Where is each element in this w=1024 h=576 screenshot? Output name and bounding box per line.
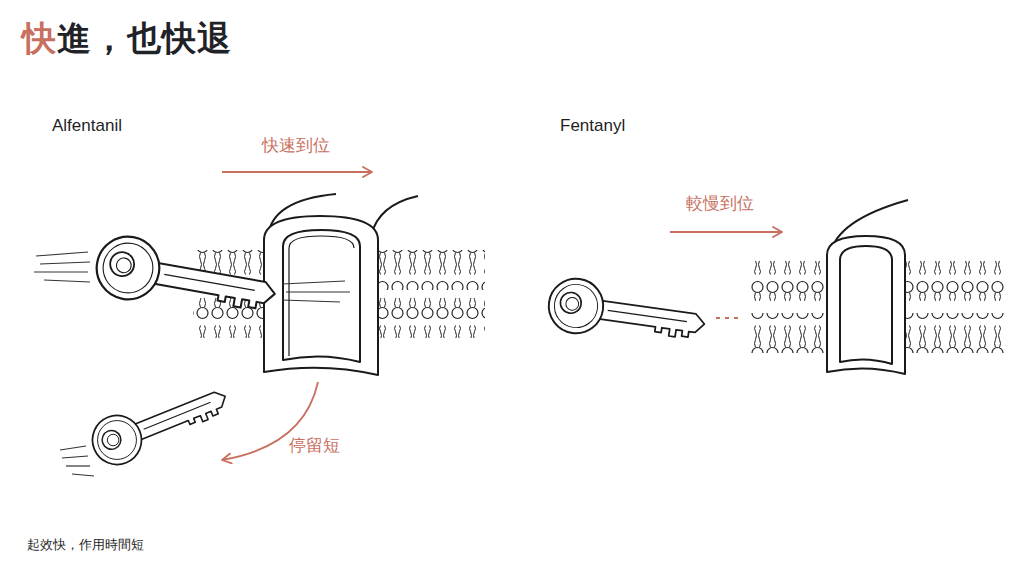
arrow-label: 快速到位 — [262, 136, 330, 156]
page-title: 快進，也快退 — [22, 18, 232, 59]
drug-name: Fentanyl — [560, 116, 625, 136]
ion-channel — [264, 194, 418, 375]
arrow-label: 停留短 — [289, 436, 340, 456]
drug-name: Alfentanil — [52, 116, 122, 136]
ion-channel — [827, 200, 908, 374]
motion-lines — [60, 446, 94, 476]
motion-arrow — [222, 171, 372, 173]
key-approaching — [545, 275, 708, 351]
key-entering — [92, 232, 280, 325]
dotted-path — [716, 317, 742, 319]
key-leaving — [85, 374, 234, 472]
arrow-label: 較慢到位 — [686, 194, 754, 214]
motion-arrow — [670, 231, 782, 233]
caption: 起效快，作用時間短 — [27, 537, 144, 553]
